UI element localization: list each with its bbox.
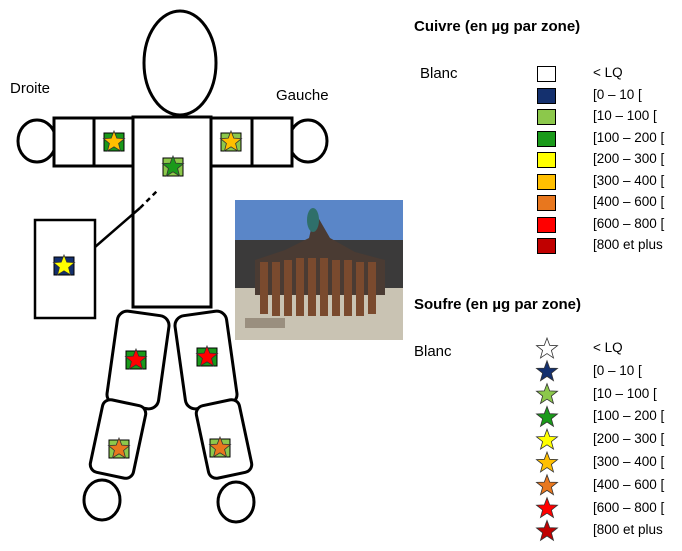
right-hand <box>16 118 58 164</box>
right-upper-arm <box>52 116 96 168</box>
sulfur-legend-star <box>535 450 559 473</box>
right-forearm-sulfur-star <box>102 129 126 152</box>
sulfur-legend-star <box>535 473 559 496</box>
left-foot <box>216 480 256 524</box>
copper-legend-label: [200 – 300 [ <box>593 151 665 166</box>
inset-pointer-dashed <box>139 189 159 209</box>
sulfur-blank-label: Blanc <box>414 343 452 360</box>
copper-legend-swatch <box>537 66 556 82</box>
sulfur-legend-star <box>535 519 559 542</box>
copper-legend-swatch <box>537 152 556 168</box>
chest-sulfur-star <box>161 154 185 177</box>
left-upper-arm <box>250 116 294 168</box>
sulfur-legend-star <box>535 428 559 451</box>
sulfur-legend-star <box>535 405 559 428</box>
copper-legend-swatch <box>537 109 556 125</box>
copper-legend-label: [300 – 400 [ <box>593 172 665 188</box>
sulfur-legend-star <box>535 382 559 405</box>
inset-pointer-solid <box>94 207 141 248</box>
left-forearm-sulfur-star <box>219 129 243 152</box>
sulfur-legend-label: [200 – 300 [ <box>593 431 665 447</box>
right-thigh-sulfur-star <box>124 347 148 370</box>
copper-legend-label: [600 – 800 [ <box>593 215 665 231</box>
sulfur-legend-label: [400 – 600 [ <box>593 476 665 492</box>
site-photo <box>235 200 403 340</box>
copper-legend-title: Cuivre (en µg par zone) <box>414 18 581 35</box>
right-foot <box>82 478 122 522</box>
copper-blank-label: Blanc <box>420 65 458 82</box>
copper-legend-label: [800 et plus <box>593 237 663 252</box>
copper-legend-swatch <box>537 173 556 190</box>
left-side-label: Gauche <box>276 87 329 104</box>
left-shin-sulfur-star <box>208 435 232 458</box>
sulfur-legend-star <box>535 496 559 519</box>
sulfur-legend-label: < LQ <box>593 340 623 355</box>
right-shin-zone <box>88 398 148 480</box>
right-side-label: Droite <box>10 80 51 97</box>
sulfur-legend-label: [300 – 400 [ <box>593 454 665 469</box>
left-hand <box>287 118 329 164</box>
torso-zone <box>131 115 213 309</box>
copper-legend-label: [10 – 100 [ <box>593 108 657 123</box>
copper-legend-swatch <box>537 130 556 147</box>
sulfur-legend-label: [800 et plus <box>593 522 663 538</box>
sulfur-legend-label: [100 – 200 [ <box>593 408 665 424</box>
head <box>142 9 218 117</box>
copper-legend-label: [100 – 200 [ <box>593 129 665 145</box>
copper-legend-label: [400 – 600 [ <box>593 194 665 209</box>
inset-detail-sulfur-star <box>52 253 76 276</box>
copper-legend-swatch <box>537 87 556 104</box>
sulfur-legend-title: Soufre (en µg par zone) <box>414 296 581 313</box>
right-shin-sulfur-star <box>107 436 131 459</box>
sulfur-legend-star <box>535 359 559 382</box>
left-thigh-sulfur-star <box>195 344 219 367</box>
copper-legend-swatch <box>537 216 556 233</box>
sulfur-legend-label: [600 – 800 [ <box>593 499 665 515</box>
copper-legend-label: < LQ <box>593 65 623 80</box>
sulfur-legend-star <box>535 336 559 359</box>
copper-legend-swatch <box>537 238 556 254</box>
copper-legend-swatch <box>537 195 556 211</box>
sulfur-legend-label: [0 – 10 [ <box>593 362 642 378</box>
copper-legend-label: [0 – 10 [ <box>593 86 642 102</box>
sulfur-legend-label: [10 – 100 [ <box>593 385 657 401</box>
